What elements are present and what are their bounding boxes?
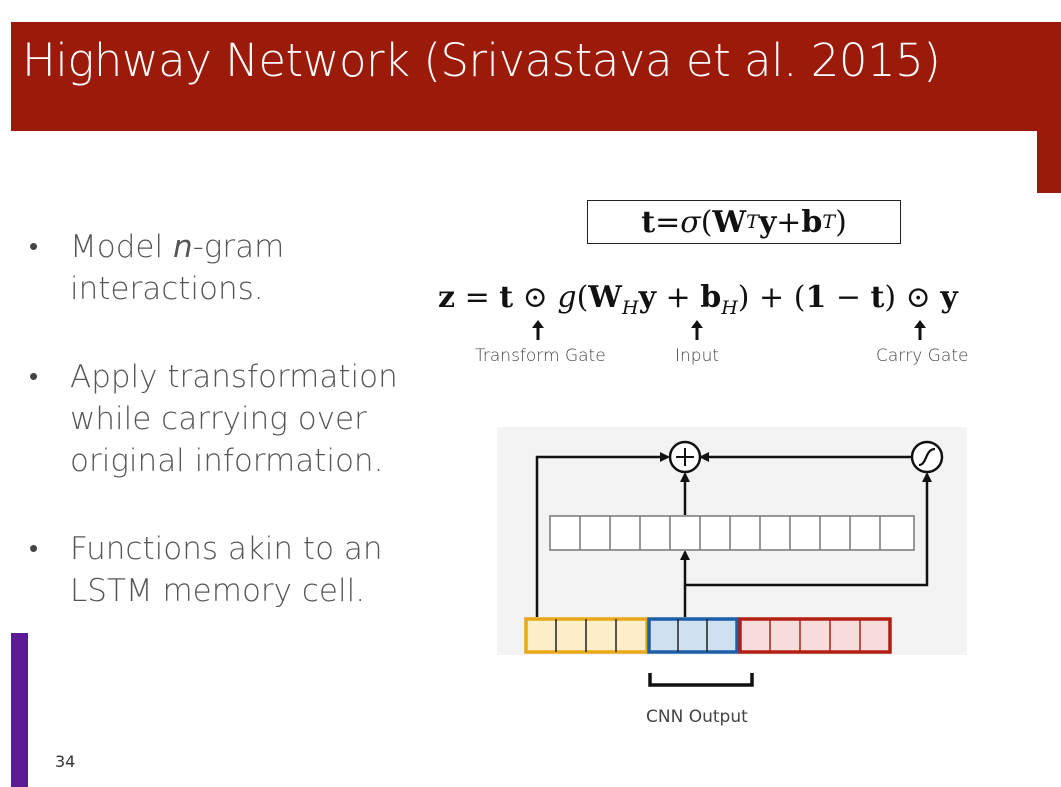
eq-symbol: b <box>801 204 823 240</box>
eq-symbol: y <box>940 280 958 315</box>
eq-subscript: H <box>621 297 639 319</box>
highway-equation: z = t ⊙ g(WHy + bH) + (1 − t) ⊙ y <box>438 280 1050 319</box>
eq-symbol: t <box>641 204 656 240</box>
eq-symbol: ) <box>737 280 750 315</box>
eq-symbol: ) <box>835 204 847 240</box>
eq-symbol: ) <box>884 280 897 315</box>
eq-symbol: + <box>656 280 701 315</box>
eq-symbol: z <box>438 280 456 315</box>
eq-symbol: = <box>655 204 681 240</box>
bullet-item: • Model n-gram interactions. <box>24 226 404 310</box>
carry-path-line <box>535 452 670 617</box>
eq-symbol: 1 <box>805 280 827 315</box>
sigmoid-input-line <box>685 472 932 587</box>
red-input-block <box>738 617 892 654</box>
bullet-text: Apply transformation while carrying over… <box>70 359 398 479</box>
cnn-output-bracket <box>648 673 754 687</box>
eq-symbol: ( <box>700 204 713 240</box>
bullet-list: • Model n-gram interactions. • Apply tra… <box>24 226 404 658</box>
bullet-item: • Functions akin to an LSTM memory cell. <box>24 528 404 612</box>
bullet-text: Model <box>70 229 173 265</box>
plus-sign <box>676 448 694 466</box>
eq-symbol: W <box>712 204 747 240</box>
eq-subscript: H <box>721 297 738 319</box>
bullet-dot: • <box>29 362 39 392</box>
eq-symbol: + <box>749 280 794 315</box>
bullet-dot: • <box>29 534 39 564</box>
eq-symbol: ⊙ <box>513 280 558 315</box>
slide-title: Highway Network (Srivastava et al. 2015) <box>22 34 941 87</box>
eq-symbol: σ <box>680 204 701 240</box>
eq-symbol: ( <box>793 280 806 315</box>
transform-gate-label: Transform Gate <box>475 346 606 366</box>
eq-subscript: T <box>746 211 759 233</box>
cnn-output-label: CNN Output <box>646 707 748 727</box>
right-accent-bar <box>1037 131 1061 193</box>
eq-symbol: − <box>826 280 871 315</box>
input-label: Input <box>675 346 720 366</box>
eq-subscript: T <box>822 211 836 233</box>
eq-symbol: t <box>870 280 885 315</box>
hidden-layer <box>549 515 915 551</box>
bullet-emphasis: n <box>172 229 193 265</box>
page-number: 34 <box>55 752 76 771</box>
bullet-text: Functions akin to an LSTM memory cell. <box>70 531 383 609</box>
eq-symbol: = <box>455 280 500 315</box>
highway-diagram <box>497 427 967 687</box>
eq-symbol: ( <box>576 280 589 315</box>
eq-symbol: W <box>588 280 622 315</box>
transform-gate-arrow-icon <box>532 320 544 340</box>
bullet-dot: • <box>29 232 39 262</box>
bullet-item: • Apply transformation while carrying ov… <box>24 356 404 482</box>
eq-symbol: ⊙ <box>896 280 941 315</box>
eq-symbol: b <box>700 280 722 315</box>
eq-symbol: t <box>499 280 514 315</box>
eq-symbol: y <box>638 280 656 315</box>
carry-gate-arrow-icon <box>914 320 926 340</box>
carry-gate-label: Carry Gate <box>876 346 969 366</box>
input-arrow-icon <box>691 320 703 340</box>
blue-cnn-block <box>647 617 739 654</box>
eq-symbol: + <box>776 204 802 240</box>
bullet-text: -gram interactions. <box>70 229 285 307</box>
title-bar <box>11 22 1061 131</box>
eq-symbol: g <box>557 280 577 315</box>
yellow-input-block <box>524 617 649 654</box>
sigmoid-curve <box>918 447 936 467</box>
left-accent-bar <box>11 633 28 787</box>
eq-symbol: y <box>758 204 777 240</box>
